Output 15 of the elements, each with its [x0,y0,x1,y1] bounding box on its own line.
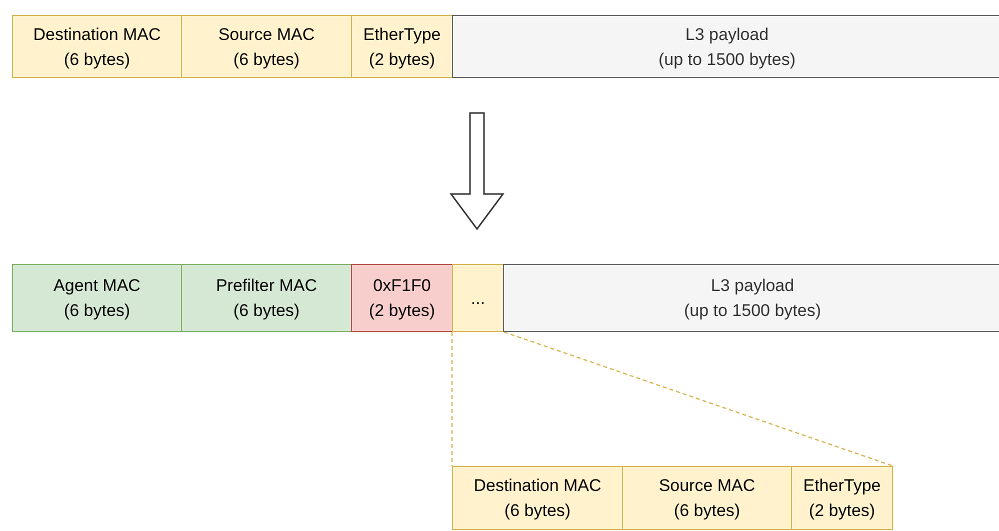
field-cell: Source MAC (6 bytes) [181,15,352,78]
field-cell: ... [452,264,504,332]
field-cell: Source MAC (6 bytes) [622,466,792,530]
block-arrow [450,112,504,230]
field-cell: Destination MAC (6 bytes) [12,15,182,78]
field-cell: EtherType (2 bytes) [351,15,453,78]
zoom-line [451,332,453,466]
payload-cell: L3 payload (up to 1500 bytes) [503,264,999,332]
payload-cell: L3 payload (up to 1500 bytes) [452,15,999,78]
field-cell: Prefilter MAC (6 bytes) [181,264,352,332]
field-cell: Destination MAC (6 bytes) [452,466,623,530]
field-cell: 0xF1F0 (2 bytes) [351,264,453,332]
zoom-line [504,331,894,467]
field-cell: Agent MAC (6 bytes) [12,264,182,332]
field-cell: EtherType (2 bytes) [791,466,893,530]
